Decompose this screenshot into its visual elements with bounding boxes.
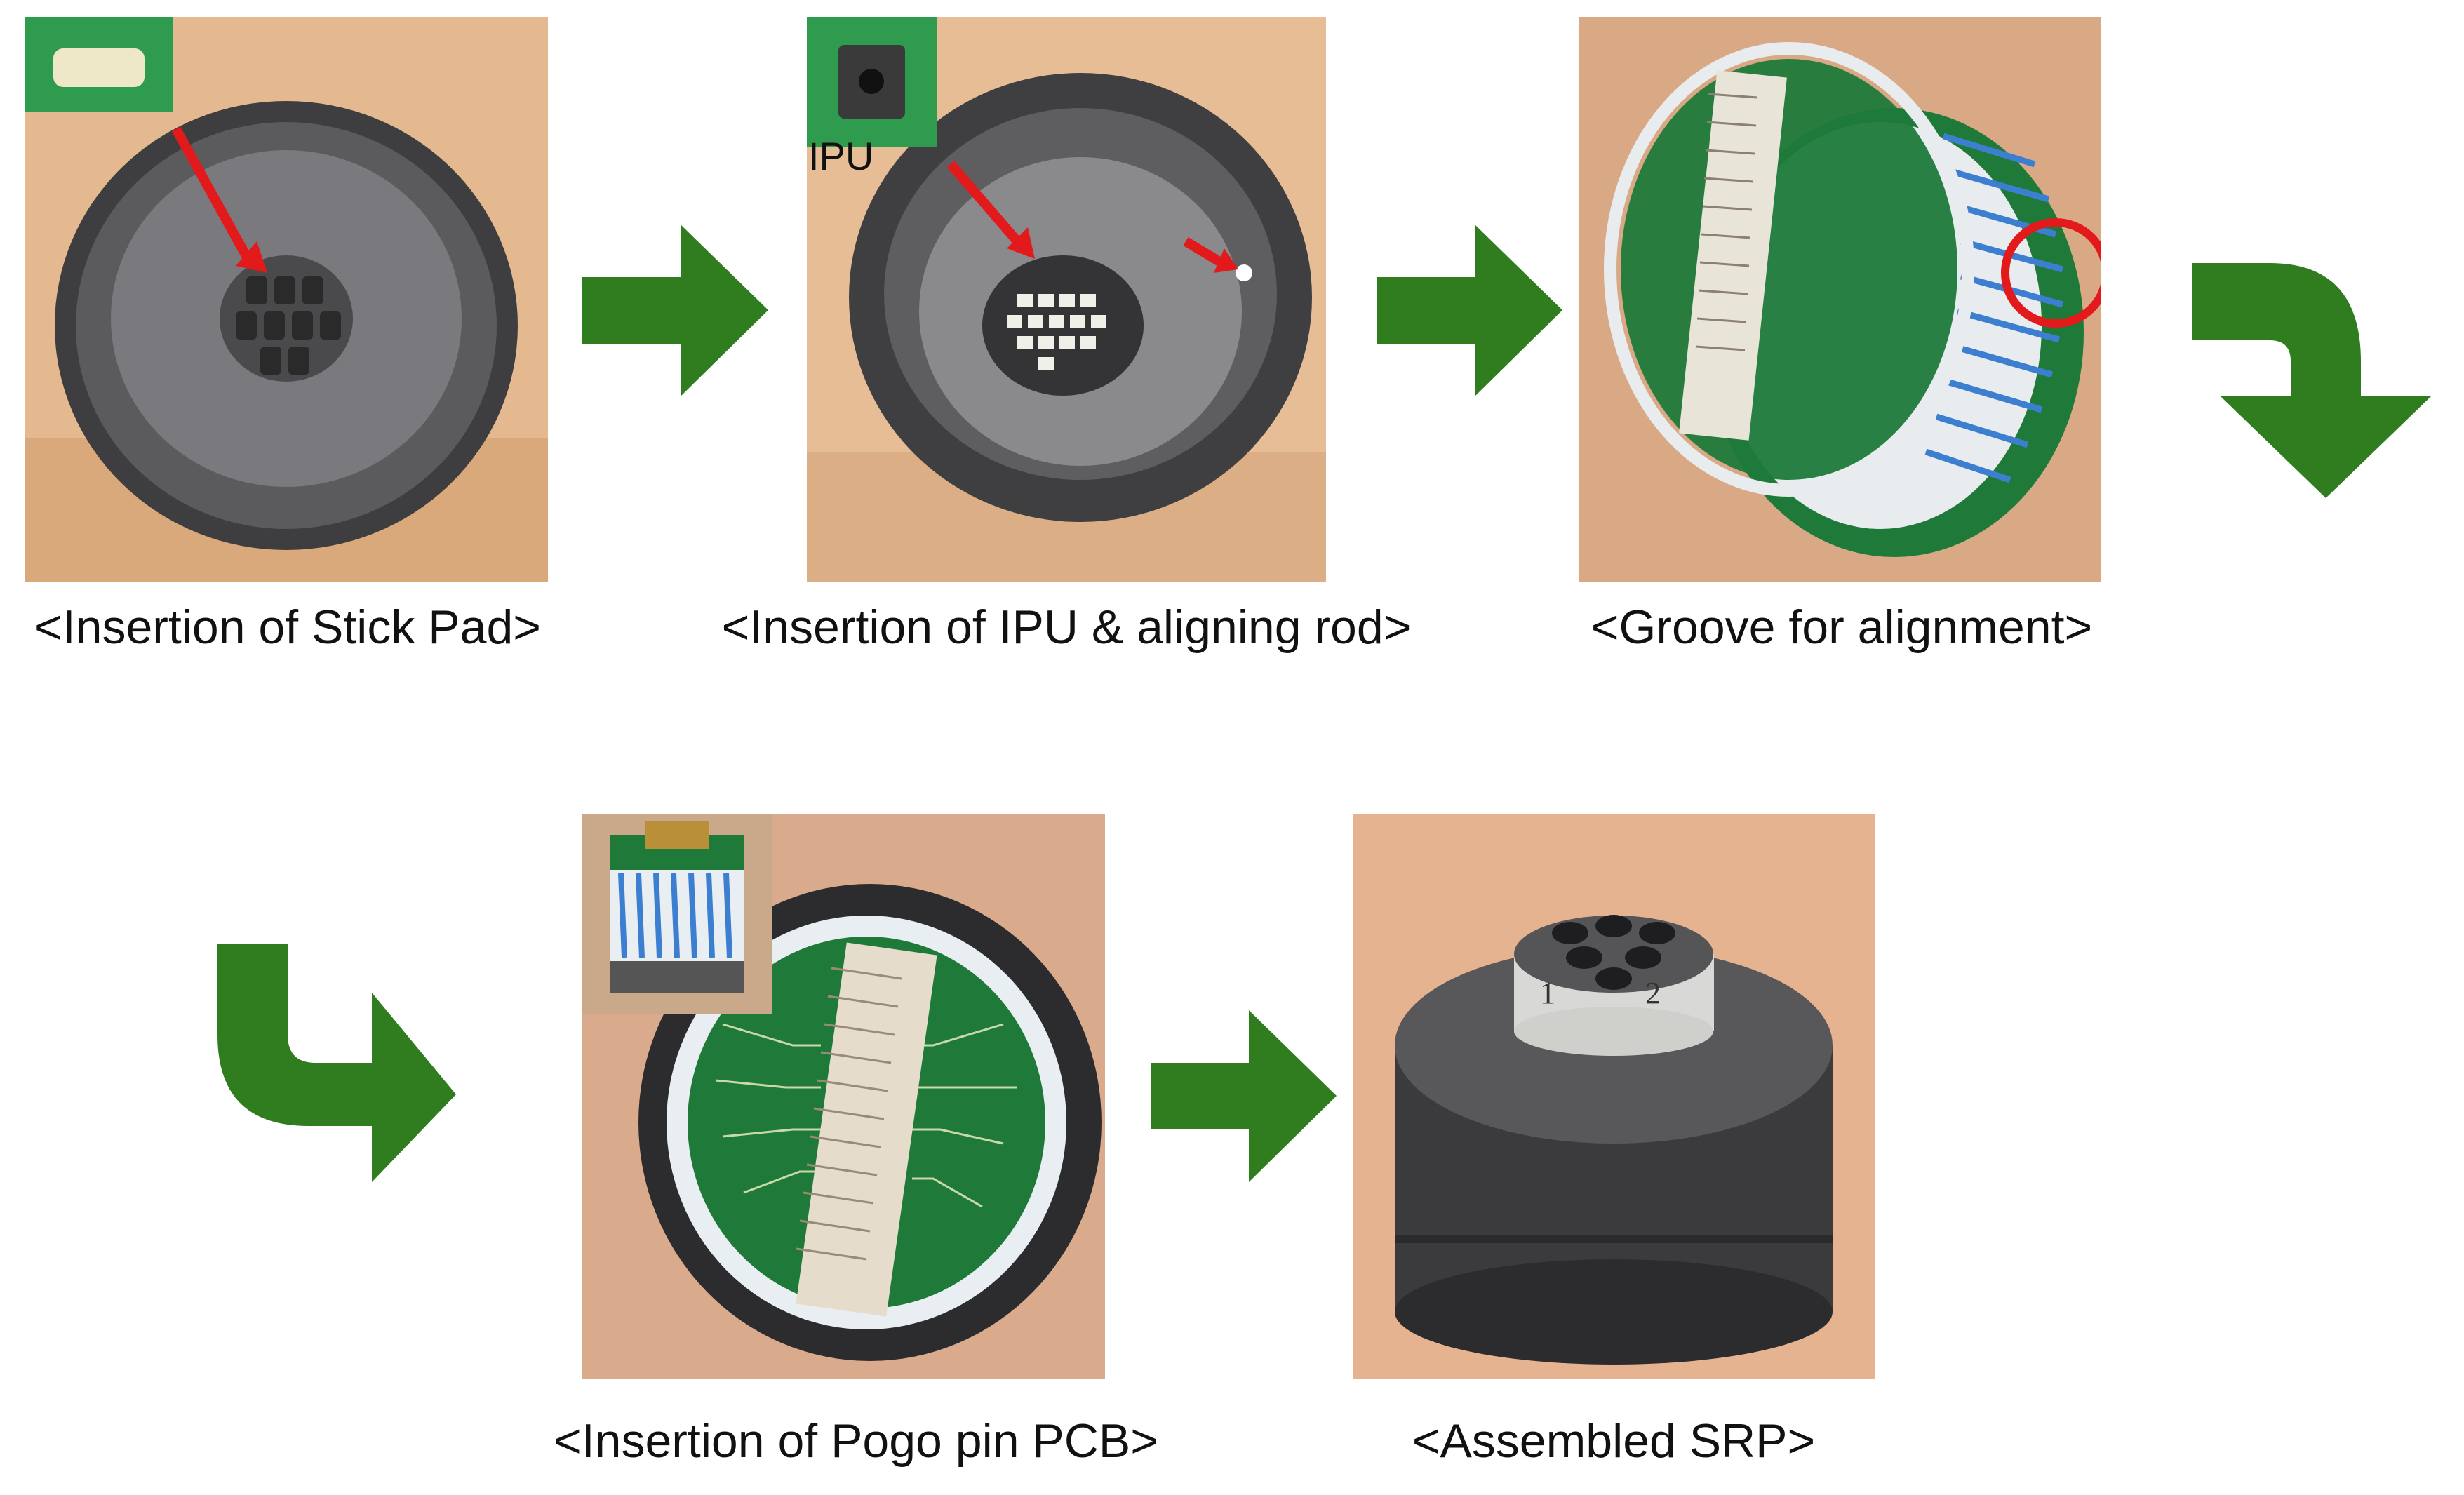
caption-groove-alignment: <Groove for alignment> — [1591, 601, 2093, 654]
caption-stick-pad: <Insertion of Stick Pad> — [34, 601, 541, 654]
arrow-down-curved-icon — [2192, 263, 2431, 498]
engraved-number-1: 1 — [1540, 976, 1555, 1010]
caption-pogo-pin-pcb: <Insertion of Pogo pin PCB> — [554, 1414, 1158, 1468]
engraved-number-2: 2 — [1645, 976, 1661, 1010]
arrow-right-icon — [582, 224, 768, 396]
caption-ipu-insertion: <Insertion of IPU & aligning rod> — [721, 601, 1412, 654]
arrow-right-curved-icon — [217, 944, 456, 1182]
photo-pogo-pin-pcb — [582, 814, 1105, 1379]
photo-stick-pad — [25, 17, 548, 582]
arrow-right-icon — [1377, 224, 1562, 396]
caption-assembled-srp: <Assembled SRP> — [1412, 1414, 1816, 1468]
photo-assembled-srp — [1353, 814, 1875, 1379]
photo-ipu-insertion — [807, 17, 1326, 582]
ipu-inset-label: IPU — [808, 134, 874, 178]
arrow-right-icon — [1151, 1010, 1337, 1182]
photo-groove-alignment — [1579, 17, 2101, 582]
